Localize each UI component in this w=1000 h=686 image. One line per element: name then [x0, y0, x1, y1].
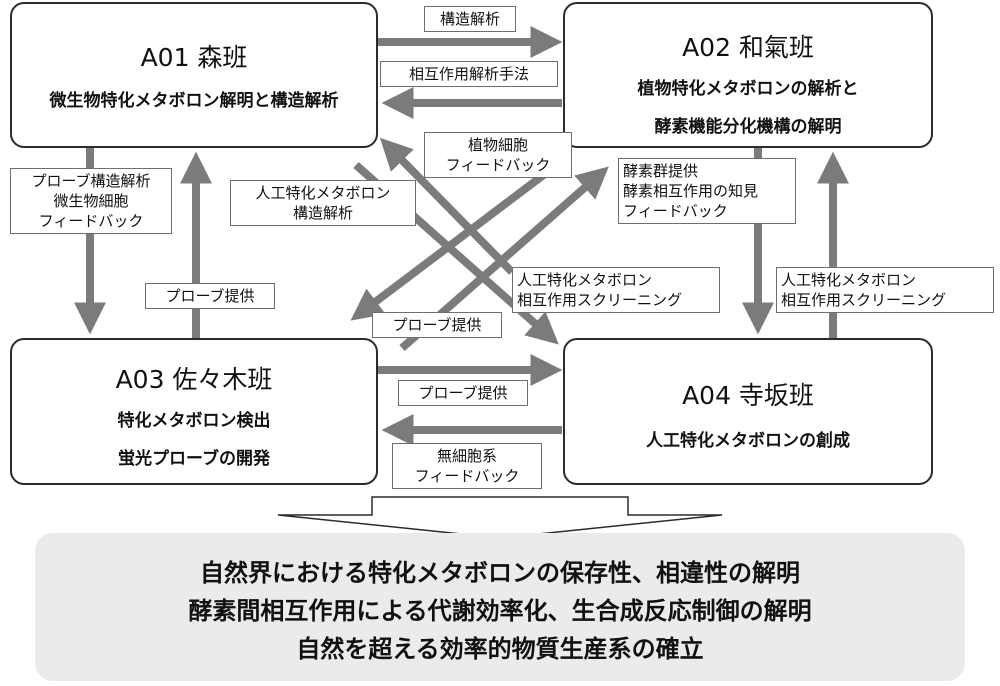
- box-a03-desc-2: 蛍光プローブの開発: [118, 449, 270, 469]
- label-probe-teikyo-bottom: プローブ提供: [398, 380, 528, 406]
- label-probe-kozo: プローブ構造解析 微生物細胞 フィードバック: [10, 168, 172, 234]
- box-a03: A03 佐々木班 特化メタボロン検出 蛍光プローブの開発: [10, 338, 378, 485]
- label-line: フィードバック: [445, 156, 551, 174]
- summary-line-3: 自然を超える効率的物質生産系の確立: [296, 635, 704, 663]
- label-line: 無細胞系: [436, 447, 497, 465]
- label-line: フィードバック: [623, 202, 728, 220]
- box-a03-title: A03 佐々木班: [115, 365, 273, 394]
- label-line: プローブ提供: [165, 287, 255, 305]
- label-jinko-kozo: 人工特化メタボロン 構造解析: [230, 180, 416, 226]
- label-probe-teikyo-center: プローブ提供: [372, 312, 502, 338]
- label-musaibo: 無細胞系 フィードバック: [392, 443, 542, 489]
- box-a02: A02 和氣班 植物特化メタボロンの解析と 酵素機能分化機構の解明: [563, 2, 933, 148]
- label-line: 構造解析: [439, 10, 500, 28]
- box-a01-desc-1: 微生物特化メタボロン解明と構造解析: [49, 91, 339, 111]
- label-line: 人工特化メタボロン: [781, 271, 917, 289]
- box-a02-title: A02 和氣班: [682, 33, 814, 62]
- box-a02-desc-2: 酵素機能分化機構の解明: [654, 117, 842, 137]
- summary-down-arrow: [277, 496, 723, 539]
- summary-line-1: 自然界における特化メタボロンの保存性、相違性の解明: [200, 559, 800, 587]
- label-line: 酵素相互作用の知見: [623, 182, 759, 200]
- box-a04: A04 寺坂班 人工特化メタボロンの創成: [563, 338, 933, 485]
- label-line: プローブ提供: [392, 316, 482, 334]
- summary-panel: 自然界における特化メタボロンの保存性、相違性の解明 酵素間相互作用による代謝効率…: [35, 533, 965, 681]
- label-line: プローブ構造解析: [31, 172, 151, 190]
- label-line: 相互作用スクリーニング: [781, 291, 947, 309]
- label-line: 構造解析: [292, 204, 353, 222]
- arrow-a02-to-a03-diag: [350, 154, 569, 321]
- label-line: 植物細胞: [467, 136, 528, 154]
- label-kozo-kaiseki: 構造解析: [424, 6, 516, 32]
- label-line: 人工特化メタボロン: [517, 271, 653, 289]
- label-sogo-sayo-kaiseki: 相互作用解析手法: [380, 61, 558, 87]
- box-a01: A01 森班 微生物特化メタボロン解明と構造解析: [10, 2, 378, 148]
- label-line: フィードバック: [414, 467, 520, 485]
- label-line: フィードバック: [38, 212, 144, 230]
- summary-line-2: 酵素間相互作用による代謝効率化、生合成反応制御の解明: [188, 597, 812, 625]
- label-line: プローブ提供: [418, 384, 508, 402]
- label-jinko-screening-right: 人工特化メタボロン 相互作用スクリーニング: [776, 267, 994, 313]
- label-probe-teikyo-left: プローブ提供: [145, 283, 275, 309]
- box-a01-title: A01 森班: [140, 43, 248, 72]
- label-line: 微生物細胞: [53, 192, 129, 210]
- label-line: 相互作用スクリーニング: [517, 291, 683, 309]
- box-a04-title: A04 寺坂班: [682, 381, 814, 410]
- label-koso-gun: 酵素群提供 酵素相互作用の知見 フィードバック: [618, 158, 796, 224]
- label-jinko-screening-center: 人工特化メタボロン 相互作用スクリーニング: [512, 267, 720, 313]
- box-a02-desc-1: 植物特化メタボロンの解析と: [637, 79, 859, 99]
- box-a04-desc-1: 人工特化メタボロンの創成: [646, 431, 850, 451]
- label-shokubutsu-saibo: 植物細胞 フィードバック: [424, 132, 572, 178]
- label-line: 酵素群提供: [623, 162, 699, 180]
- label-line: 人工特化メタボロン: [255, 184, 391, 202]
- label-line: 相互作用解析手法: [408, 65, 529, 83]
- arrow-a04-to-a01-diag: [379, 137, 515, 275]
- box-a03-desc-1: 特化メタボロン検出: [117, 411, 271, 431]
